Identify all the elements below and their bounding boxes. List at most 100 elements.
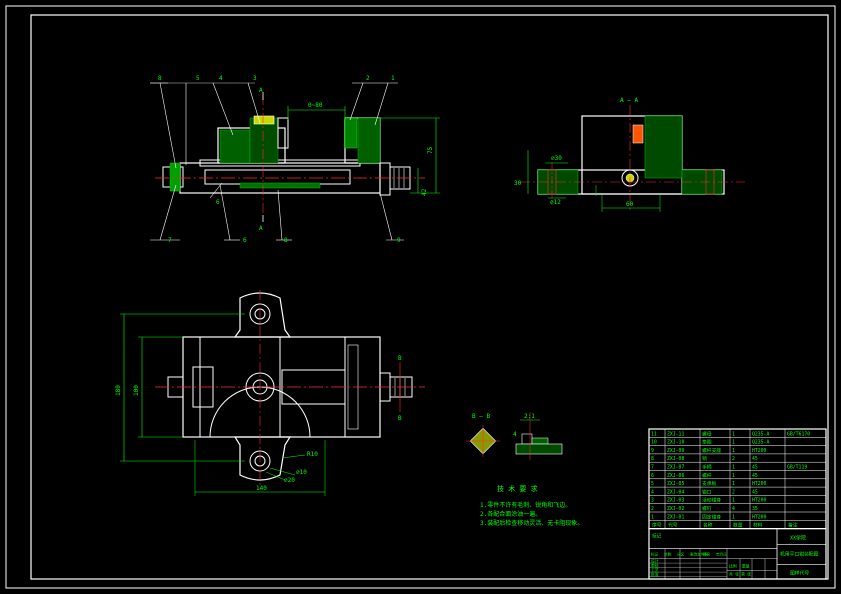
bom-cell: HT200: [752, 498, 767, 504]
bom-cell: 6: [651, 473, 654, 479]
tech-title: 技 术 要 求: [497, 484, 538, 493]
tech-item: 2.各配合面涂油一遍。: [480, 510, 541, 518]
bom-cell: 11: [651, 431, 657, 437]
bom-cell: 3: [651, 498, 654, 504]
dim-height: 75: [427, 146, 434, 154]
dim-d10: ⌀10: [296, 469, 307, 476]
dim-left: 30: [514, 180, 522, 187]
section-mark-top: B: [398, 355, 402, 362]
section-mark-bottom: A: [259, 225, 263, 232]
bom-cell: 7: [651, 465, 654, 471]
bom-cell: 固定钳身: [702, 513, 721, 520]
section-mark-top: A: [259, 87, 263, 94]
part-number-label: 3: [253, 75, 257, 82]
bom-cell: 销: [702, 455, 707, 462]
title-sig-label: 更改文件号: [690, 552, 708, 557]
bom-cell: ZXJ-04: [667, 489, 684, 495]
bom-header-cell: 材料: [753, 522, 763, 529]
title-sig-label: 签名: [703, 552, 711, 557]
bom-cell: ZXJ-09: [667, 448, 684, 454]
bom-cell: 螺杆: [702, 472, 712, 479]
bom-cell: 支承板: [702, 480, 717, 487]
tech-item: 3.装配后检查移动灵活、无卡阻现象。: [480, 519, 583, 527]
bom-cell: Q235-A: [752, 440, 769, 446]
part-number-label: 7: [168, 237, 172, 244]
bom-cell: 8: [651, 456, 654, 462]
dim-r10: R10: [307, 451, 318, 458]
inner-border: [30, 14, 829, 580]
bom-cell: GB/T6170: [787, 431, 810, 437]
bom-cell: 10: [651, 440, 657, 446]
title-left-label: 标记: [652, 533, 662, 540]
bom-cell: ZXJ-11: [667, 431, 684, 437]
bom-cell: 5: [651, 481, 654, 487]
bom-cell: 1: [651, 514, 654, 520]
title-drawing-code: 图样代号: [790, 570, 809, 577]
detail-b-view: [466, 425, 500, 457]
bom-header-cell: 序号: [652, 522, 662, 529]
bom-cell: 螺钉: [702, 505, 712, 512]
bom-cell: 1: [732, 473, 735, 479]
bom-cell: HT200: [752, 514, 767, 520]
dim-bottom: 60: [626, 201, 634, 208]
section-view-labels: A — A ⌀30 30 ⌀12 60: [514, 97, 638, 208]
title-row-label: 工艺: [651, 568, 659, 573]
bom-cell: 1: [732, 481, 735, 487]
bom-header-cell: 代号: [668, 522, 678, 529]
bom-cell: 4: [732, 506, 735, 512]
part-number-label: 6: [216, 199, 220, 206]
title-row-label: 批准: [651, 572, 659, 577]
bom-header-cell: 名称: [703, 522, 713, 529]
title-weight-label: 重量: [742, 564, 750, 569]
bom-cell: 45: [752, 473, 758, 479]
bom-cell: ZXJ-02: [667, 506, 684, 512]
bom-cell: GB/T119: [787, 465, 807, 471]
outer-border: [5, 5, 836, 589]
tech-requirements: 技 术 要 求 1.零件不许有毛刺、锐角和飞边。 2.各配合面涂油一遍。 3.装…: [480, 484, 583, 527]
bom-cell: Q235-A: [752, 431, 769, 437]
part-number-label: 8: [158, 75, 162, 82]
detail-small-view: [515, 412, 563, 460]
bom-header-cell: 数量: [733, 522, 743, 529]
section-title: A — A: [620, 97, 638, 104]
bom-cell: ZXJ-05: [667, 481, 684, 487]
dim-inner-height: 100: [133, 385, 140, 396]
bom-cell: 垫圈: [702, 439, 712, 446]
section-mark-bottom: B: [398, 415, 402, 422]
bom-cell: 1: [732, 498, 735, 504]
dim-bottom-left: ⌀12: [550, 199, 561, 206]
title-scale-label: 比例: [729, 564, 737, 569]
bom-cell: ZXJ-07: [667, 465, 684, 471]
part-number-label: 1: [391, 75, 395, 82]
plan-view-labels: 180 100 140 R10 ⌀10 ⌀20 B B: [115, 355, 402, 492]
bom-cell: ZXJ-03: [667, 498, 684, 504]
part-number-label: 6: [243, 237, 247, 244]
bom-cell: ZXJ-08: [667, 456, 684, 462]
bom-cell: 1: [732, 514, 735, 520]
title-school: XX学院: [790, 535, 806, 542]
bom-cell: 螺杆支座: [702, 447, 721, 454]
title-frame: [648, 527, 827, 580]
section-view: [520, 105, 745, 212]
bom-cell: HT200: [752, 481, 767, 487]
bom-cell: ZXJ-06: [667, 473, 684, 479]
bom-cell: 45: [752, 465, 758, 471]
bom-cell: 螺母: [702, 430, 712, 437]
bom-cell: 35: [752, 506, 758, 512]
bom-cell: 1: [732, 440, 735, 446]
bom-cell: 1: [732, 448, 735, 454]
dim-total-height: 180: [115, 385, 122, 396]
bom-header-cell: 备注: [788, 522, 798, 529]
dim-top: 0~80: [308, 102, 323, 109]
bom-cell: 45: [752, 456, 758, 462]
dim-d20: ⌀20: [284, 477, 295, 484]
bom-cell: 45: [752, 489, 758, 495]
dim-width: 140: [256, 485, 267, 492]
bom-cell: 1: [732, 431, 735, 437]
bom-cell: 2: [651, 506, 654, 512]
title-sig-label: 处数: [664, 552, 672, 557]
bom-cell: HT200: [752, 448, 767, 454]
title-sig-label: 标记: [651, 552, 659, 557]
